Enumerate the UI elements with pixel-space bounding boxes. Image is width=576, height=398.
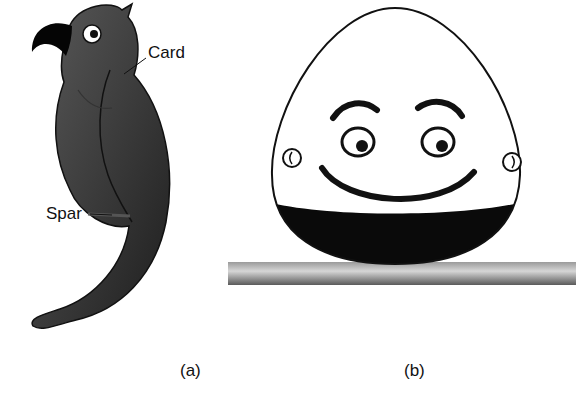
subfigure-label: (b) — [404, 362, 425, 381]
leader-line — [90, 214, 112, 215]
egg-figure — [228, 8, 576, 285]
part-label: Card — [148, 44, 185, 63]
spar-stick — [88, 214, 130, 216]
rod — [228, 262, 576, 285]
subfigure-label: (a) — [180, 362, 201, 381]
part-label: Spar — [46, 205, 82, 224]
leader-line — [124, 58, 146, 74]
